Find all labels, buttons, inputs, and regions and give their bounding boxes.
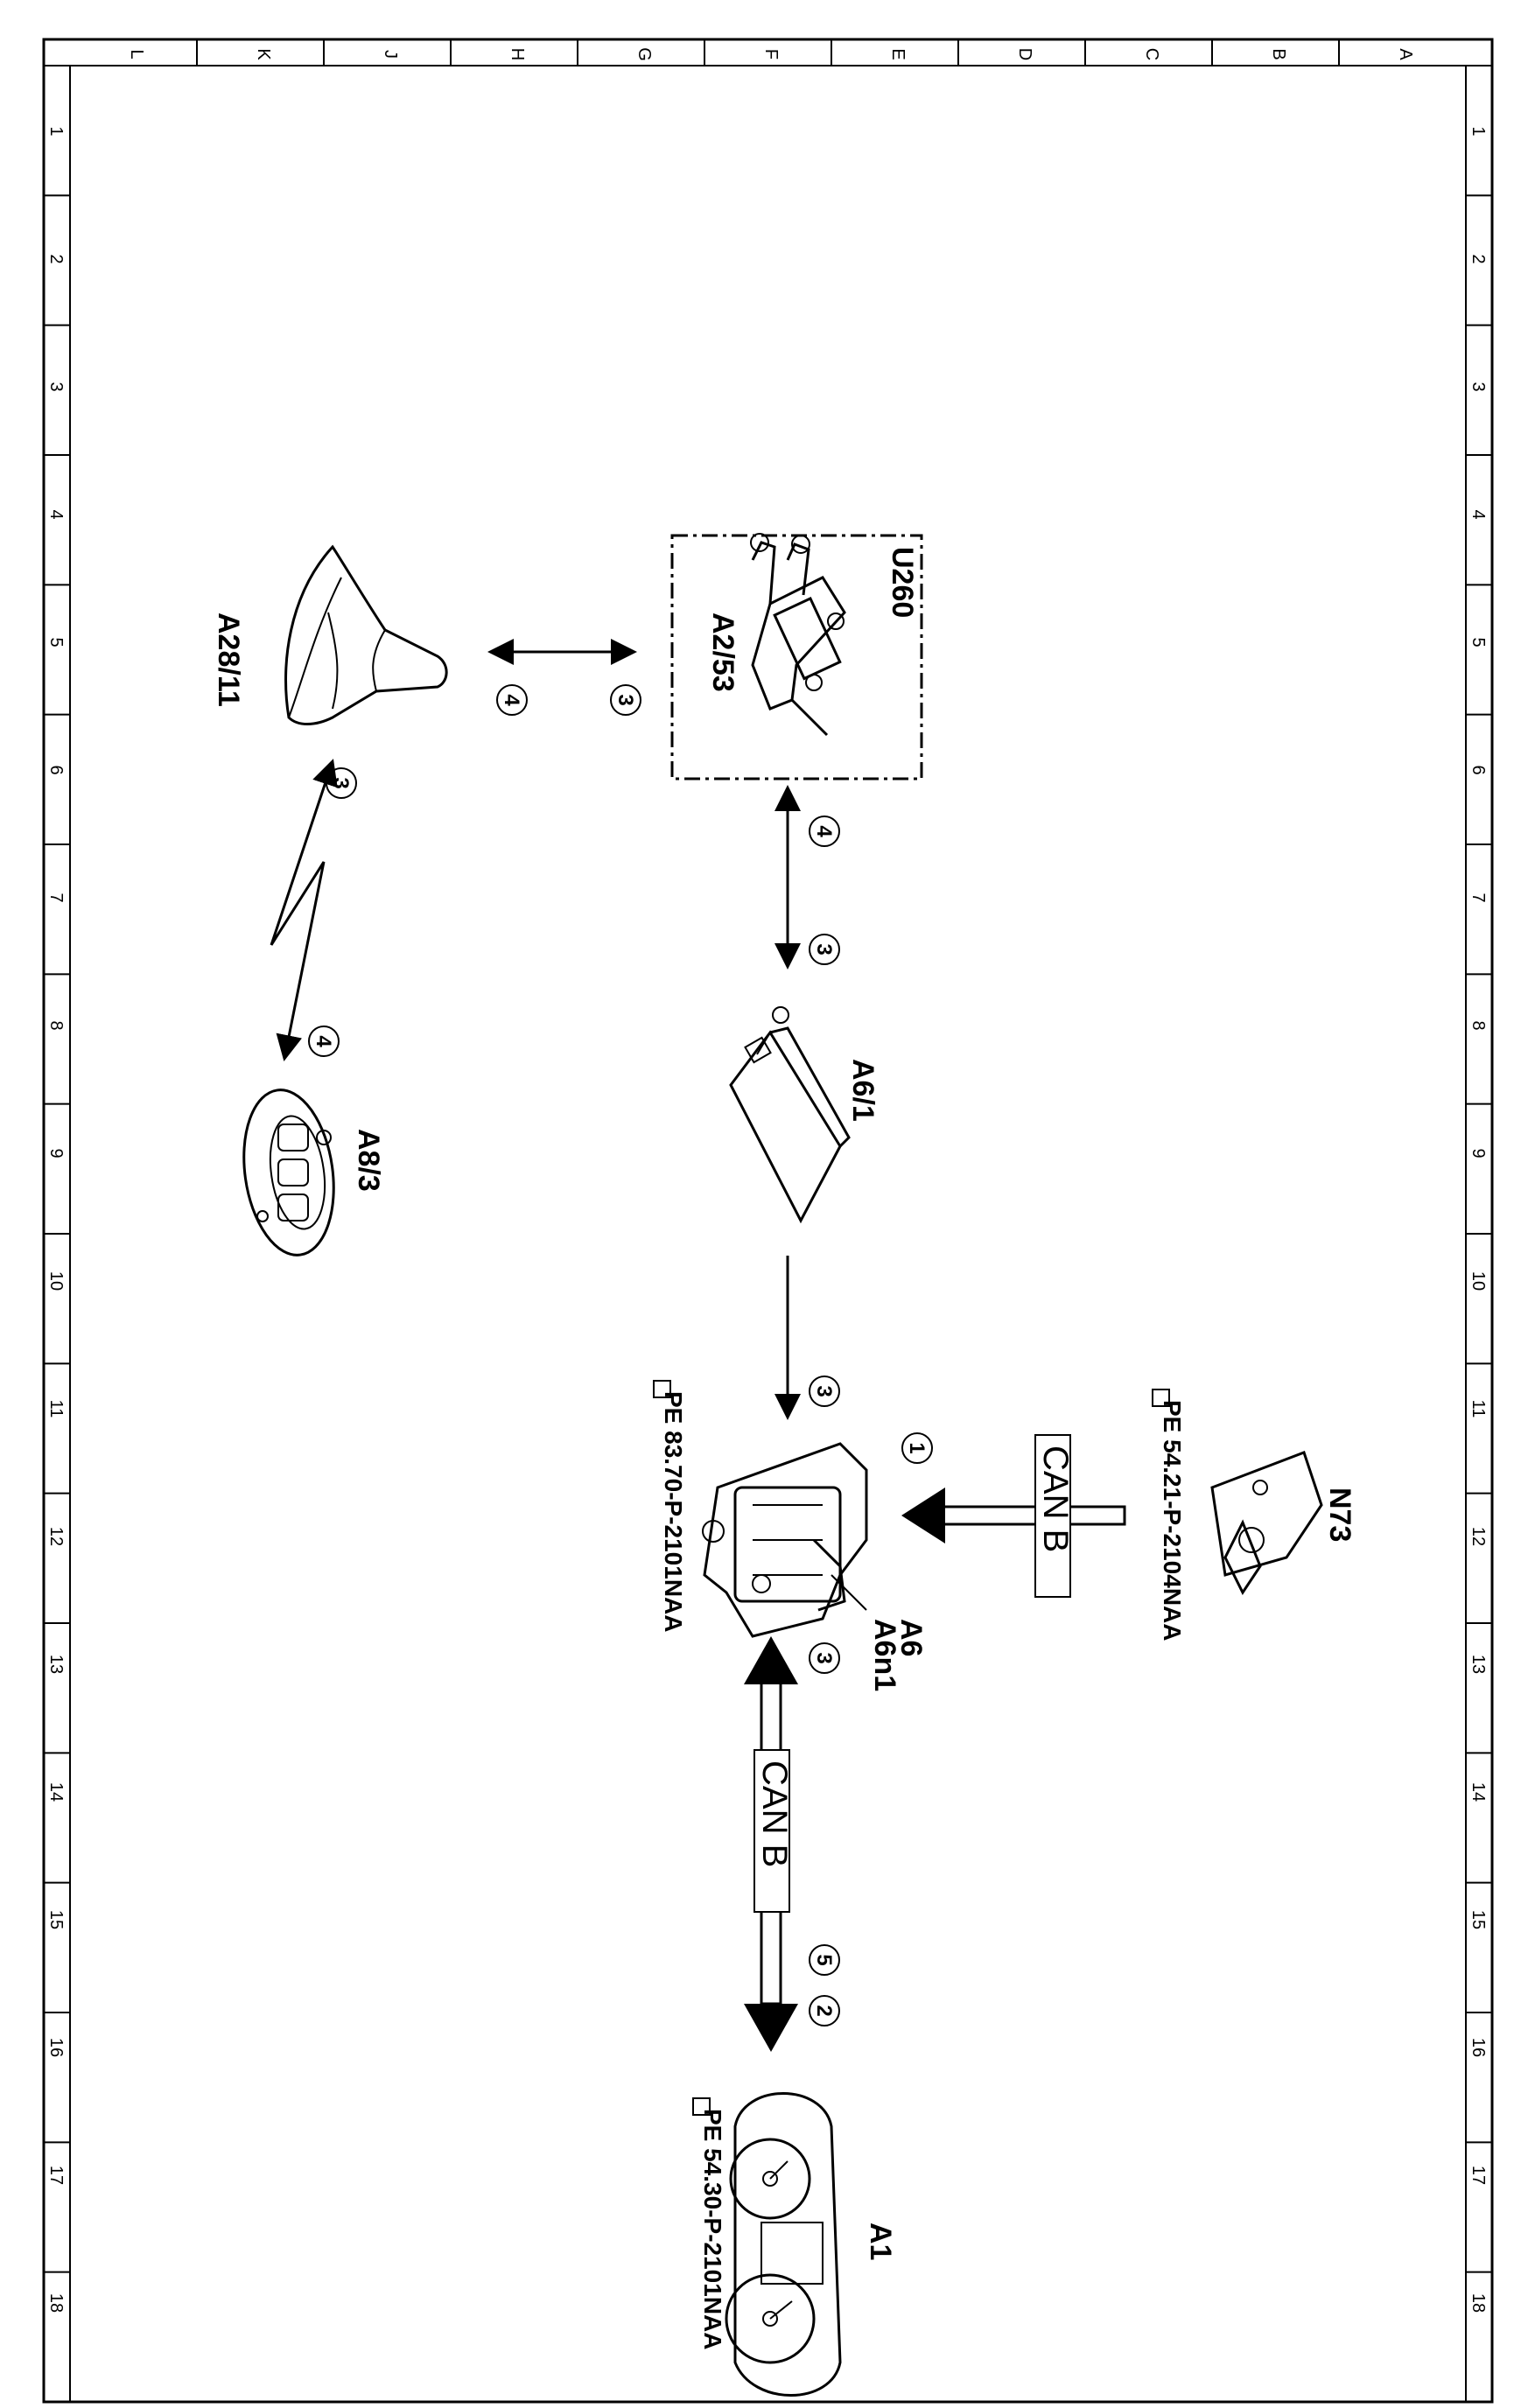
a6-reference: PE 83.70-P-2101NAA bbox=[660, 1391, 687, 1632]
row-label: 8 bbox=[46, 1020, 66, 1030]
a6-heater-unit-icon bbox=[702, 1442, 868, 1638]
a8-3-key-icon bbox=[242, 1088, 335, 1256]
row-label: 2 bbox=[1468, 254, 1488, 263]
n73-reference-hand-icon bbox=[1152, 1389, 1170, 1407]
can-bottom-link: CAN B bbox=[744, 1636, 798, 2052]
column-label: H bbox=[508, 48, 527, 60]
signal-number: 4 bbox=[500, 694, 523, 706]
row-label: 18 bbox=[46, 2293, 66, 2313]
a2-53-label: A2/53 bbox=[706, 612, 739, 692]
row-label: 1 bbox=[46, 126, 66, 136]
row-label: 6 bbox=[1468, 765, 1488, 774]
row-label: 16 bbox=[1468, 2038, 1488, 2057]
row-label: 7 bbox=[1468, 892, 1488, 902]
row-label: 12 bbox=[1468, 1527, 1488, 1546]
column-label: D bbox=[1015, 48, 1034, 60]
signal-number: 1 bbox=[905, 1442, 929, 1453]
row-label: 14 bbox=[46, 1782, 66, 1802]
row-dividers bbox=[44, 194, 1492, 2273]
a2-53-relay-icon bbox=[750, 533, 846, 737]
row-label: 7 bbox=[46, 892, 66, 902]
a6-reference-hand-icon bbox=[653, 1380, 671, 1398]
row-label: 15 bbox=[46, 1910, 66, 1929]
row-label: 12 bbox=[46, 1527, 66, 1546]
row-label: 6 bbox=[46, 765, 66, 774]
row-label: 1 bbox=[1468, 126, 1488, 136]
signal-markers: 4 3 3 4 4 3 3 1 3 5 2 bbox=[308, 684, 933, 2026]
row-label: 14 bbox=[1468, 1782, 1488, 1802]
row-label: 17 bbox=[1468, 2166, 1488, 2185]
column-label: J bbox=[381, 50, 400, 59]
a1-reference-hand-icon bbox=[692, 2097, 711, 2116]
row-label: 5 bbox=[1468, 637, 1488, 647]
column-label: F bbox=[761, 49, 781, 60]
frame-border bbox=[42, 38, 1494, 2404]
column-label: B bbox=[1269, 48, 1288, 60]
signal-number: 4 bbox=[812, 825, 836, 837]
row-label: 4 bbox=[1468, 509, 1488, 519]
signal-number: 3 bbox=[812, 1652, 836, 1663]
column-labels: L K J H G F E D C B A bbox=[127, 47, 1415, 61]
signal-number: 3 bbox=[812, 943, 836, 955]
a1-label: A1 bbox=[864, 2222, 897, 2260]
column-label: L bbox=[127, 49, 146, 59]
row-label: 8 bbox=[1468, 1020, 1488, 1030]
signal-number: 5 bbox=[812, 1954, 836, 1965]
row-label: 18 bbox=[1468, 2293, 1488, 2313]
u260-module: U260 A2/53 bbox=[670, 533, 923, 780]
row-label: 4 bbox=[46, 509, 66, 519]
row-label: 13 bbox=[46, 1655, 66, 1674]
a6-1-label: A6/1 bbox=[846, 1059, 880, 1122]
column-dividers bbox=[196, 39, 1340, 66]
a28-11-label: A28/11 bbox=[212, 612, 245, 707]
row-label: 5 bbox=[46, 637, 66, 647]
a8-3-label: A8/3 bbox=[352, 1129, 385, 1192]
row-label: 3 bbox=[46, 382, 66, 391]
a1-reference: PE 54.30-P-2101NAA bbox=[699, 2109, 726, 2349]
n73-reference: PE 54.21-P-2104NAA bbox=[1159, 1400, 1186, 1641]
signal-number: 3 bbox=[329, 777, 353, 788]
signal-number: 3 bbox=[613, 694, 637, 705]
can-top-link: CAN B bbox=[901, 1434, 1126, 1598]
a28-11-antenna-icon bbox=[284, 544, 448, 725]
row-labels-right: 1 2 3 4 5 6 7 8 9 10 11 12 13 14 15 16 1… bbox=[1468, 126, 1488, 2313]
a1-instrument-cluster-icon bbox=[725, 2092, 842, 2397]
row-label: 2 bbox=[46, 254, 66, 263]
radio-link bbox=[270, 759, 338, 1061]
column-label: G bbox=[634, 47, 654, 61]
signal-number: 3 bbox=[812, 1385, 836, 1396]
column-label: E bbox=[888, 48, 908, 60]
row-label: 11 bbox=[1468, 1400, 1488, 1418]
row-label: 15 bbox=[1468, 1910, 1488, 1929]
row-label: 9 bbox=[46, 1148, 66, 1158]
row-labels-left: 1 2 3 4 5 6 7 8 9 10 11 12 13 14 15 16 1… bbox=[46, 126, 66, 2313]
a6-label: A6 bbox=[894, 1619, 928, 1656]
row-label: 9 bbox=[1468, 1148, 1488, 1158]
signal-number: 2 bbox=[812, 2005, 836, 2016]
row-label: 17 bbox=[46, 2166, 66, 2185]
row-label: 16 bbox=[46, 2038, 66, 2057]
row-label: 11 bbox=[46, 1400, 66, 1418]
column-label: K bbox=[254, 48, 273, 60]
u260-label: U260 bbox=[886, 547, 919, 618]
n73-switch-icon bbox=[1210, 1451, 1323, 1595]
n73-label: N73 bbox=[1323, 1488, 1356, 1542]
row-label: 10 bbox=[1468, 1271, 1488, 1291]
column-label: A bbox=[1396, 48, 1415, 60]
column-label: C bbox=[1142, 48, 1161, 60]
can-bottom-label: CAN B bbox=[755, 1760, 794, 1867]
drawing-frame bbox=[42, 38, 1494, 2404]
a6n1-label: A6n1 bbox=[868, 1619, 901, 1691]
signal-number: 4 bbox=[312, 1035, 335, 1047]
a6-1-module-icon bbox=[729, 1006, 851, 1224]
can-top-label: CAN B bbox=[1036, 1446, 1075, 1552]
row-label: 10 bbox=[46, 1271, 66, 1291]
row-label: 3 bbox=[1468, 382, 1488, 391]
row-label: 13 bbox=[1468, 1655, 1488, 1674]
